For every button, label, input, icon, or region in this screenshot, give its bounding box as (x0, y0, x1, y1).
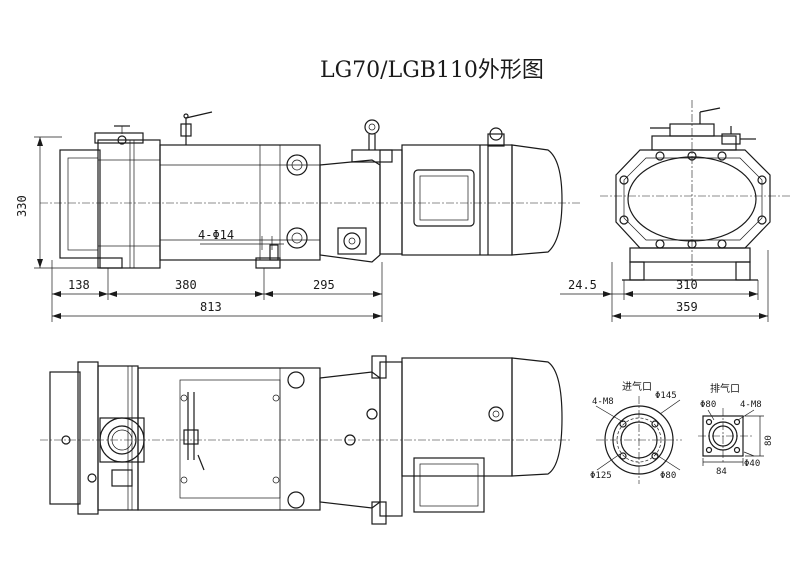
dim-total: 813 (200, 300, 222, 314)
inlet-bolts: 4-M8 (592, 397, 614, 407)
side-dimensions: 24.5 310 359 (560, 250, 769, 322)
front-dimensions: 330 138 380 295 813 (15, 136, 383, 322)
front-view: 4-Φ14 (40, 111, 580, 269)
dim-height: 330 (15, 195, 29, 217)
dim-side-total: 359 (676, 300, 698, 314)
dim-seg3: 295 (313, 278, 335, 292)
outlet-bolts: 4-M8 (740, 400, 762, 410)
dim-side-offset: 24.5 (568, 278, 597, 292)
plan-view (40, 355, 570, 525)
inlet-inner-diameter: Φ80 (660, 471, 676, 481)
inlet-label: 进气口 (622, 380, 652, 393)
outlet-hole: Φ40 (744, 459, 760, 469)
outlet-width: 84 (716, 467, 727, 477)
drawing-title: LG70/LGB110外形图 (320, 58, 544, 83)
outlet-label: 排气口 (710, 382, 740, 395)
dim-side-width: 310 (676, 278, 698, 292)
dim-holes: 4-Φ14 (198, 228, 234, 242)
outlet-bore: Φ80 (700, 400, 716, 410)
outlet-detail: 排气口 Φ80 4-M8 80 84 Φ40 (698, 382, 774, 477)
dim-seg1: 138 (68, 278, 90, 292)
inlet-pcd-diameter: Φ125 (590, 471, 612, 481)
dim-seg2: 380 (175, 278, 197, 292)
inlet-detail: 进气口 4-M8 Φ145 Φ125 Φ80 (590, 380, 682, 484)
outlet-side: 80 (764, 435, 774, 446)
side-view (600, 100, 790, 285)
inlet-outer-diameter: Φ145 (655, 391, 677, 401)
